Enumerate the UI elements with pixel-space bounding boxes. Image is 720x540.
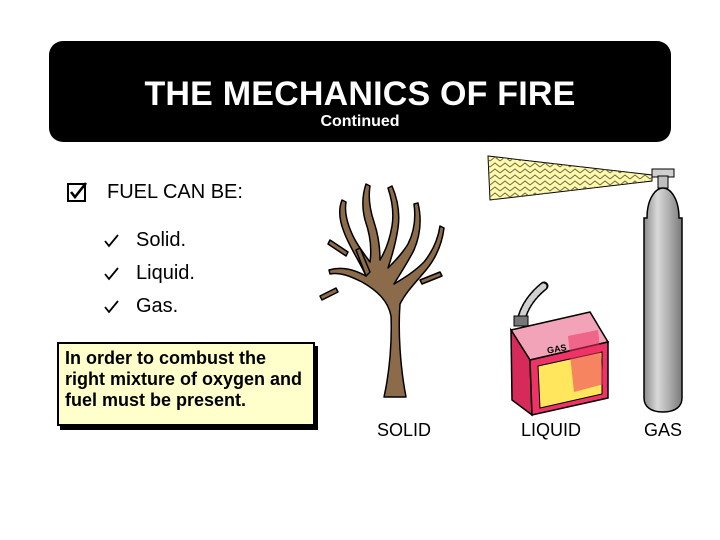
can-caption: LIQUID [521, 420, 582, 440]
list-item: Gas. [104, 290, 195, 323]
list-item-text: Gas. [136, 295, 179, 317]
list-item: Liquid. [104, 257, 195, 290]
checkmark-icon [104, 234, 119, 248]
list-item: Solid. [104, 224, 195, 257]
note-box: In order to combust the right mixture of… [57, 342, 315, 426]
gas-plume-icon [487, 155, 653, 201]
list-item-text: Liquid. [136, 262, 195, 284]
page-subtitle: Continued [320, 113, 400, 130]
list-item-text: Solid. [136, 229, 187, 251]
page-title: THE MECHANICS OF FIRE [144, 75, 576, 113]
tree-caption: SOLID [377, 420, 432, 440]
checkmark-icon [104, 267, 119, 281]
sub-bullet-list: Solid. Liquid. Gas. [104, 224, 195, 323]
title-bar: THE MECHANICS OF FIRE Continued [49, 41, 671, 142]
gas-cylinder-icon [643, 168, 683, 413]
checkbox-icon [67, 182, 88, 202]
checkmark-icon [104, 300, 119, 314]
gas-can-icon [509, 281, 610, 417]
main-bullet: FUEL CAN BE: [66, 177, 243, 207]
cylinder-caption: GAS [644, 420, 683, 440]
tree-icon [319, 183, 445, 398]
main-bullet-text: FUEL CAN BE: [107, 180, 243, 203]
